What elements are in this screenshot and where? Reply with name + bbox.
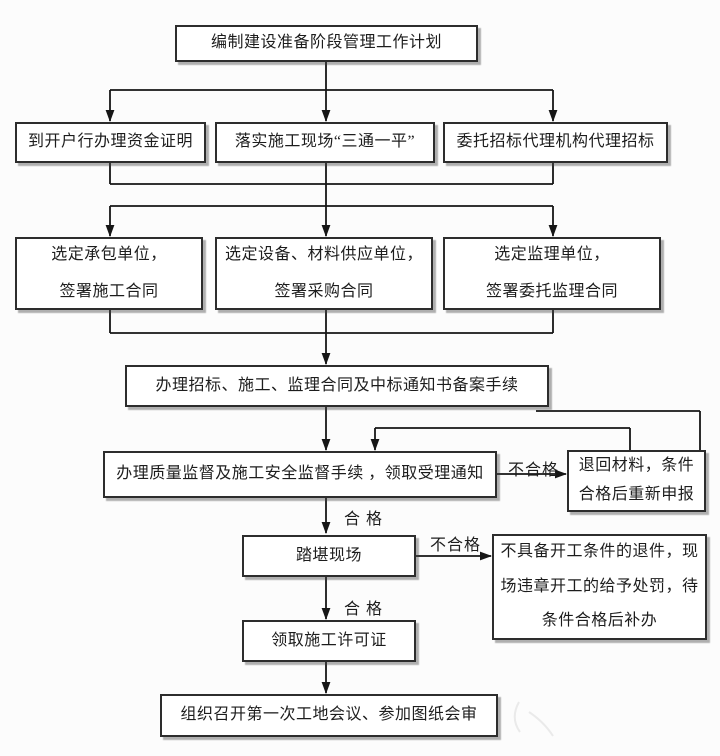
node-site-preparation-text: 落实施工现场“三通一平” [234,133,416,151]
label-fail-top: 不合格 [508,462,560,479]
node-supervisor-text: 选定监理单位， 签署委托监理合同 [485,245,618,300]
node-contractor: 选定承包单位， 签署施工合同 [15,237,203,310]
node-return-materials: 退回材料，条件 合格后重新申报 [567,450,706,512]
node-supplier: 选定设备、材料供应单位， 签署采购合同 [215,237,433,310]
node-contract-filing-text: 办理招标、施工、监理合同及中标通知书备案手续 [155,376,519,394]
bus-segments [109,62,701,450]
node-penalty-text: 不具备开工条件的退件，现 场违章开工的给予处罚，待 条件合格后补办 [500,543,699,630]
label-fail-bottom: 不合格 [430,537,482,554]
node-site-survey: 踏堪现场 [242,535,416,577]
node-quality-supervision-text: 办理质量监督及施工安全监督手续 ，领取受理通知 [116,465,484,483]
node-quality-supervision: 办理质量监督及施工安全监督手续 ，领取受理通知 [103,451,497,498]
node-fund-certificate-text: 到开户行办理资金证明 [27,133,193,151]
label-pass-top: 合 格 [344,511,384,528]
node-site-survey-text: 踏堪现场 [295,546,362,564]
node-supervisor: 选定监理单位， 签署委托监理合同 [443,237,661,310]
arrow-segments [105,90,567,694]
node-contractor-text: 选定承包单位， 签署施工合同 [51,245,167,300]
node-fund-certificate: 到开户行办理资金证明 [15,122,206,163]
node-contract-filing: 办理招标、施工、监理合同及中标通知书备案手续 [125,365,549,407]
node-supplier-text: 选定设备、材料供应单位， 签署采购合同 [224,245,423,300]
node-plan-text: 编制建设准备阶段管理工作计划 [210,34,442,52]
node-first-site-meeting-text: 组织召开第一次工地会议、参加图纸会审 [180,706,478,724]
node-return-materials-text: 退回材料，条件 合格后重新申报 [578,457,695,503]
watermark [513,701,554,737]
node-bidding-agency: 委托招标代理机构代理招标 [443,122,668,163]
node-first-site-meeting: 组织召开第一次工地会议、参加图纸会审 [160,694,498,737]
node-construction-permit-text: 领取施工许可证 [271,631,387,649]
label-pass-bottom: 合 格 [344,601,384,618]
node-penalty: 不具备开工条件的退件，现 场违章开工的给予处罚，待 条件合格后补办 [492,534,707,640]
node-site-preparation: 落实施工现场“三通一平” [215,122,435,163]
node-construction-permit: 领取施工许可证 [242,620,416,662]
node-bidding-agency-text: 委托招标代理机构代理招标 [456,133,655,151]
node-plan: 编制建设准备阶段管理工作计划 [175,25,478,62]
